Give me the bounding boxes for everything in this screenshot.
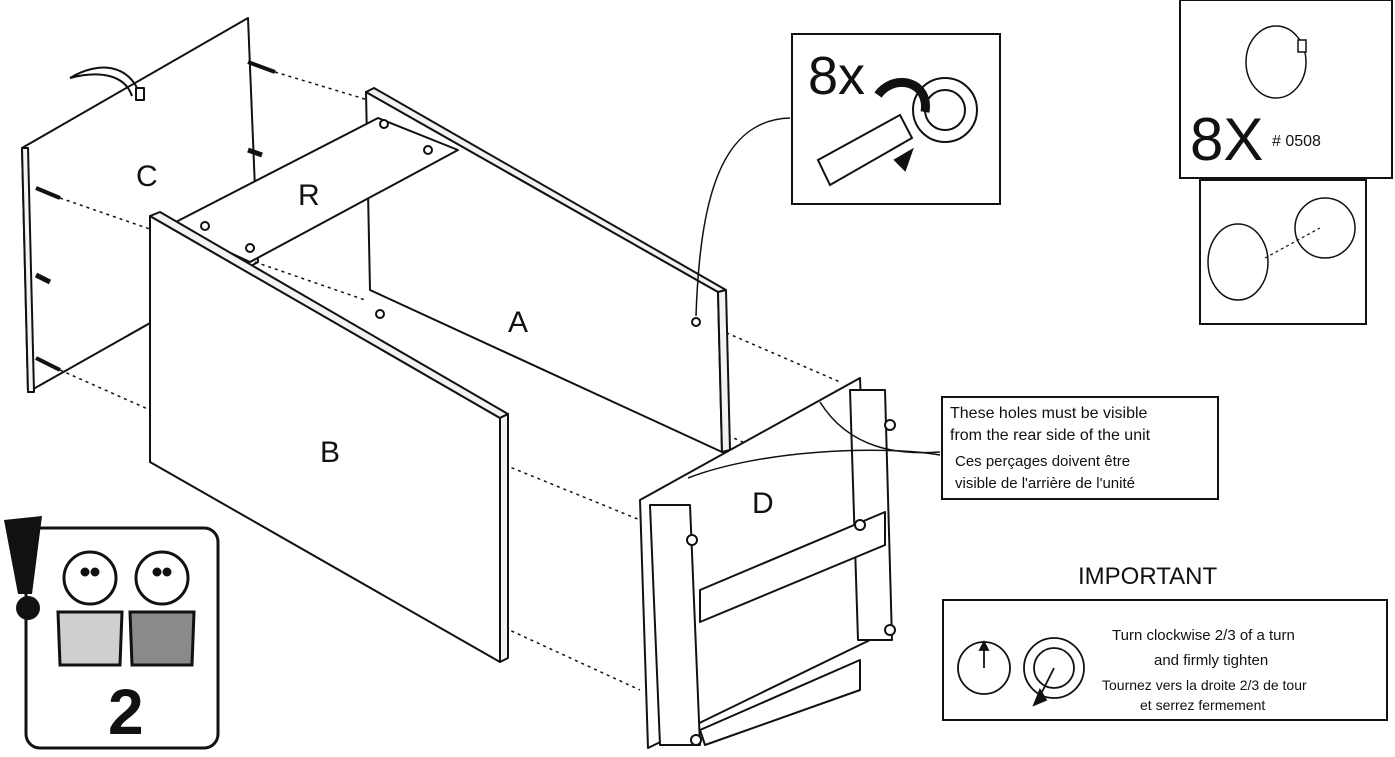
leader-line bbox=[695, 117, 791, 317]
holes-note: These holes must be visible from the rea… bbox=[687, 396, 1219, 500]
panel-b-label: B bbox=[320, 436, 340, 469]
panel-d bbox=[639, 377, 896, 749]
cam-quantity: 8x bbox=[808, 46, 865, 106]
panel-a-label: A bbox=[508, 306, 528, 339]
panel-b bbox=[149, 211, 509, 663]
important-fr-1: Tournez vers la droite 2/3 de tour bbox=[1102, 677, 1307, 693]
holes-note-en-1: These holes must be visible bbox=[950, 405, 1148, 422]
important-title: IMPORTANT bbox=[1078, 563, 1217, 590]
cam-lock-callout: 8x bbox=[791, 33, 1001, 205]
cam-rotate-icon bbox=[957, 637, 1085, 707]
persons-count: 2 bbox=[108, 676, 144, 748]
cap-quantity: 8X bbox=[1190, 106, 1263, 173]
exclamation-icon bbox=[4, 516, 42, 620]
important-fr-2: et serrez fermement bbox=[1140, 697, 1265, 713]
panel-c bbox=[21, 17, 276, 393]
panel-c-label: C bbox=[136, 160, 158, 193]
panel-d-label: D bbox=[752, 487, 774, 520]
holes-note-en-2: from the rear side of the unit bbox=[950, 427, 1151, 444]
person-icon bbox=[128, 550, 196, 667]
panel-r-label: R bbox=[298, 179, 320, 212]
holes-note-fr-2: visible de l'arrière de l'unité bbox=[955, 475, 1135, 492]
important-en-2: and firmly tighten bbox=[1154, 652, 1268, 669]
alignment-lines bbox=[59, 71, 841, 691]
cap-icon bbox=[1207, 223, 1269, 301]
persons-required-badge: 2 bbox=[4, 516, 220, 750]
holes-note-fr-1: Ces perçages doivent être bbox=[955, 453, 1130, 470]
cap-icon bbox=[1245, 25, 1307, 99]
screwdriver-icon bbox=[816, 77, 978, 187]
cap-callout: 8X # 0508 bbox=[1179, 0, 1393, 325]
important-en-1: Turn clockwise 2/3 of a turn bbox=[1112, 627, 1295, 644]
important-note: IMPORTANT Turn clockwise 2/3 of a turn a… bbox=[942, 563, 1388, 721]
dowel-icon bbox=[34, 60, 276, 372]
person-icon bbox=[56, 550, 124, 667]
cap-part-number: # 0508 bbox=[1272, 133, 1321, 150]
panel-a bbox=[365, 87, 731, 453]
cam-icon bbox=[1294, 197, 1356, 259]
